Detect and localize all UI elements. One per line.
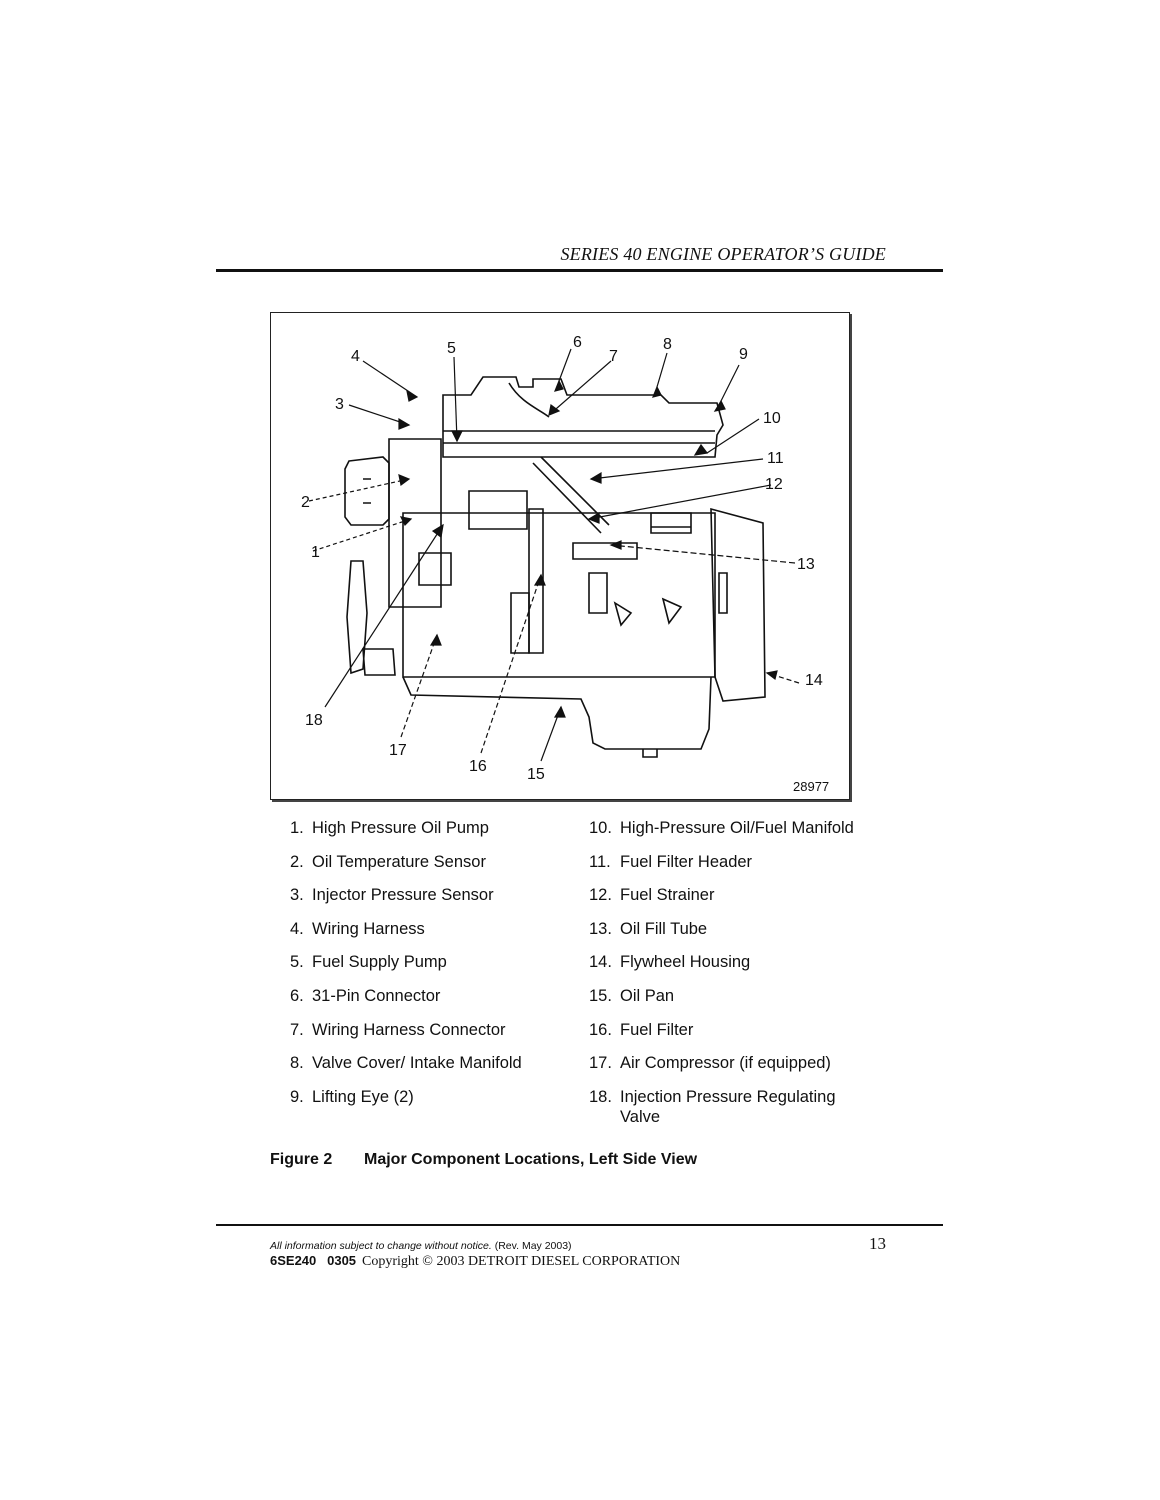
callout-3: 3 bbox=[335, 396, 344, 413]
legend-item-label: Lifting Eye (2) bbox=[312, 1087, 414, 1106]
legend-item-number: 18. bbox=[589, 1087, 612, 1106]
legend-item: 14. Flywheel Housing bbox=[589, 952, 889, 972]
legend-item-number: 12. bbox=[589, 886, 612, 905]
legend-item-label: Fuel Supply Pump bbox=[312, 953, 447, 972]
page-number: 13 bbox=[869, 1234, 886, 1253]
legend-item-number: 1. bbox=[290, 819, 304, 837]
figure-title: Major Component Locations, Left Side Vie… bbox=[364, 1151, 698, 1168]
legend-item: 4. Wiring Harness bbox=[290, 919, 560, 939]
callout-2: 2 bbox=[301, 494, 310, 511]
legend-item-label: Valve Cover/ Intake Manifold bbox=[312, 1054, 522, 1073]
callout-15: 15 bbox=[527, 766, 545, 783]
callout-13: 13 bbox=[797, 556, 815, 573]
callout-8: 8 bbox=[663, 336, 672, 353]
legend-item-number: 5. bbox=[290, 953, 304, 972]
legend-item-label: 31-Pin Connector bbox=[312, 986, 441, 1005]
legend-item-label: Fuel Filter bbox=[620, 1020, 694, 1039]
legend-item: 15. Oil Pan bbox=[589, 986, 889, 1006]
legend-item-number: 3. bbox=[290, 886, 304, 905]
legend-item-label: High-Pressure Oil/Fuel Manifold bbox=[620, 819, 854, 837]
legend-item-label: Oil Fill Tube bbox=[620, 919, 708, 938]
callout-9: 9 bbox=[739, 346, 748, 363]
footer-rule bbox=[216, 1224, 943, 1226]
legend-item-number: 17. bbox=[589, 1054, 612, 1073]
legend-item: 18. Injection Pressure Regulating Valve bbox=[589, 1087, 889, 1127]
legend-item-number: 2. bbox=[290, 852, 304, 871]
notice-text: All information subject to change withou… bbox=[270, 1240, 492, 1252]
engine-drawing: 1 2 3 4 5 6 7 8 9 10 11 12 13 14 15 16 1… bbox=[301, 334, 829, 794]
legend-item: 2. Oil Temperature Sensor bbox=[290, 852, 560, 872]
callout-5: 5 bbox=[447, 340, 456, 357]
header-rule bbox=[216, 269, 943, 272]
legend-item: 3. Injector Pressure Sensor bbox=[290, 885, 560, 905]
engine-figure: 1 2 3 4 5 6 7 8 9 10 11 12 13 14 15 16 1… bbox=[270, 312, 850, 800]
legend-item-number: 6. bbox=[290, 986, 304, 1005]
legend-item-number: 15. bbox=[589, 986, 612, 1005]
legend-item-number: 13. bbox=[589, 919, 612, 938]
callout-16: 16 bbox=[469, 758, 487, 775]
legend-item-number: 7. bbox=[290, 1020, 304, 1039]
footer-notice: All information subject to change withou… bbox=[270, 1240, 572, 1252]
doc-code-b: 0305 bbox=[327, 1253, 357, 1268]
legend-item-label: Fuel Strainer bbox=[620, 886, 715, 905]
legend-item-number: 16. bbox=[589, 1020, 612, 1039]
callout-11: 11 bbox=[767, 450, 784, 467]
legend-item-label: Fuel Filter Header bbox=[620, 852, 753, 871]
legend-item-label: Injector Pressure Sensor bbox=[312, 886, 494, 905]
legend-item: 12. Fuel Strainer bbox=[589, 885, 889, 905]
callout-7: 7 bbox=[609, 348, 618, 365]
doc-code-a: 6SE240 bbox=[270, 1253, 317, 1268]
legend-item-number: 10. bbox=[589, 819, 612, 837]
callout-10: 10 bbox=[763, 410, 781, 427]
legend-right-column: 10. High-Pressure Oil/Fuel Manifold 11. Fue… bbox=[589, 818, 889, 1140]
figure-caption: Figure 2 Major Component Locations, Left … bbox=[270, 1151, 697, 1169]
callout-1: 1 bbox=[311, 544, 320, 561]
legend-item: 17. Air Compressor (if equipped) bbox=[589, 1053, 889, 1073]
legend-item: 5. Fuel Supply Pump bbox=[290, 952, 560, 972]
running-header: SERIES 40 ENGINE OPERATOR’S GUIDE bbox=[560, 244, 886, 264]
legend-item-label: Flywheel Housing bbox=[620, 953, 751, 972]
callout-6: 6 bbox=[573, 334, 582, 351]
legend-item: 7. Wiring Harness Connector bbox=[290, 1020, 560, 1040]
legend-item-label: Wiring Harness bbox=[312, 919, 425, 938]
legend-item-number: 14. bbox=[589, 953, 612, 972]
callout-14: 14 bbox=[805, 672, 823, 689]
legend-item: 13. Oil Fill Tube bbox=[589, 919, 889, 939]
legend-left-column: 1. High Pressure Oil Pump 2. Oil Temperatur… bbox=[290, 818, 560, 1120]
drawing-id: 28977 bbox=[793, 779, 829, 794]
callout-labels: 1 2 3 4 5 6 7 8 9 10 11 12 13 14 15 16 1… bbox=[301, 334, 823, 783]
legend-item: 8. Valve Cover/ Intake Manifold bbox=[290, 1053, 560, 1073]
callout-4: 4 bbox=[351, 348, 360, 365]
legend-item-number: 9. bbox=[290, 1087, 304, 1106]
legend-item-label: Injection Pressure Regulating Valve bbox=[620, 1087, 836, 1126]
leader-lines bbox=[308, 348, 800, 762]
callout-18: 18 bbox=[305, 712, 323, 729]
legend-item-number: 8. bbox=[290, 1054, 304, 1073]
legend-item: 6. 31-Pin Connector bbox=[290, 986, 560, 1006]
legend-item: 16. Fuel Filter bbox=[589, 1020, 889, 1040]
legend-item: 9. Lifting Eye (2) bbox=[290, 1087, 560, 1107]
legend-item-label: High Pressure Oil Pump bbox=[312, 819, 489, 837]
legend-item: 10. High-Pressure Oil/Fuel Manifold bbox=[589, 818, 889, 838]
footer-doc-code: 6SE240 0305 Copyright © 2003 DETROIT DIES… bbox=[270, 1253, 680, 1270]
legend-item-number: 4. bbox=[290, 919, 304, 938]
legend-item-label: Wiring Harness Connector bbox=[312, 1020, 506, 1039]
engine-outline bbox=[344, 376, 766, 758]
legend-item-number: 11. bbox=[589, 852, 611, 871]
legend-item-label: Oil Temperature Sensor bbox=[312, 852, 486, 871]
legend-item: 1. High Pressure Oil Pump bbox=[290, 818, 560, 838]
callout-17: 17 bbox=[389, 742, 407, 759]
legend-item: 11. Fuel Filter Header bbox=[589, 852, 889, 872]
legend-item-label: Oil Pan bbox=[620, 986, 675, 1005]
revision-text: (Rev. May 2003) bbox=[494, 1240, 572, 1252]
legend-item-label: Air Compressor (if equipped) bbox=[620, 1054, 831, 1073]
copyright: Copyright © 2003 DETROIT DIESEL CORPORAT… bbox=[362, 1254, 681, 1269]
figure-number: Figure 2 bbox=[270, 1151, 333, 1168]
callout-12: 12 bbox=[765, 476, 783, 493]
